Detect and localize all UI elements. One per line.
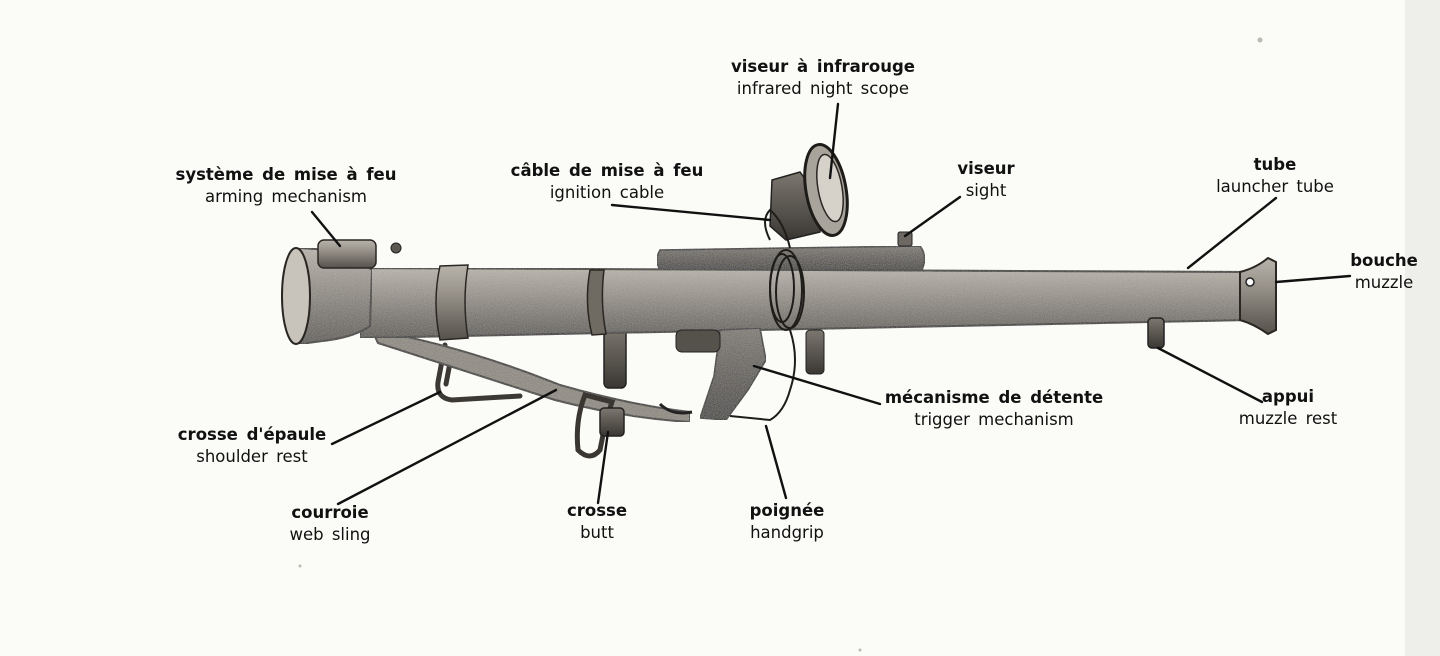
label-trigger-mechanism-en: trigger mechanism: [914, 410, 1074, 429]
label-shoulder-rest: crosse d'épaule shoulder rest: [178, 424, 326, 468]
label-muzzle-fr: bouche: [1350, 251, 1418, 270]
leader-line-butt: [596, 430, 610, 505]
tube-collar-mid: [586, 269, 607, 336]
label-sight-en: sight: [965, 181, 1007, 200]
label-night-scope-en: infrared night scope: [736, 79, 910, 98]
label-muzzle-en: muzzle: [1354, 273, 1414, 292]
leader-lines: [310, 102, 1352, 506]
leader-line-muzzle-rest: [1156, 346, 1264, 404]
web-sling-strap: [370, 328, 691, 424]
label-night-scope-fr: viseur à infrarouge: [730, 57, 916, 76]
leader-line-web-sling: [336, 388, 558, 506]
label-arming-mechanism-fr: système de mise à feu: [175, 165, 397, 184]
trigger-mechanism-part: [698, 327, 767, 421]
muzzle-flare: [1239, 256, 1277, 336]
label-trigger-mechanism-fr: mécanisme de détente: [884, 388, 1104, 407]
label-arming-mechanism-en: arming mechanism: [204, 187, 368, 206]
leader-line-night-scope: [828, 102, 840, 180]
leader-line-launcher-tube: [1186, 196, 1278, 270]
butt-part: [574, 392, 616, 459]
butt-clip: [599, 407, 625, 437]
label-butt: crosse butt: [567, 500, 627, 544]
label-muzzle: bouche muzzle: [1350, 250, 1418, 294]
leader-line-shoulder-rest: [330, 390, 442, 446]
leader-line-arming-mechanism: [310, 210, 342, 248]
label-ignition-cable: câble de mise à feu ignition cable: [511, 160, 704, 204]
leader-line-sight: [903, 195, 962, 238]
paper-edge-shadow: [1405, 0, 1440, 656]
front-support: [603, 327, 627, 389]
sling-buckle: [658, 402, 693, 415]
label-handgrip-en: handgrip: [750, 523, 824, 542]
label-web-sling-fr: courroie: [291, 503, 369, 522]
night-scope-part: [769, 143, 849, 241]
label-sight-fr: viseur: [957, 159, 1015, 178]
leader-line-handgrip: [764, 424, 788, 500]
leader-line-trigger-mechanism: [752, 364, 882, 406]
muzzle-rest-part: [1147, 317, 1165, 349]
label-launcher-tube-fr: tube: [1253, 155, 1297, 174]
muzzle-pin: [1245, 277, 1255, 287]
label-web-sling: courroie web sling: [289, 502, 370, 546]
label-butt-fr: crosse: [566, 501, 628, 520]
label-trigger-mechanism: mécanisme de détente trigger mechanism: [885, 387, 1103, 431]
label-night-scope: viseur à infrarouge infrared night scope: [731, 56, 915, 100]
leader-line-ignition-cable: [610, 203, 772, 222]
label-muzzle-rest: appui muzzle rest: [1239, 386, 1337, 430]
leader-line-muzzle: [1274, 274, 1352, 284]
label-ignition-cable-en: ignition cable: [549, 183, 665, 202]
label-muzzle-rest-fr: appui: [1261, 387, 1315, 406]
label-arming-mechanism: système de mise à feu arming mechanism: [176, 164, 397, 208]
label-shoulder-rest-en: shoulder rest: [196, 447, 308, 466]
handgrip-part: [805, 329, 825, 375]
rear-cap: [281, 247, 311, 345]
sight-rail: [656, 245, 926, 271]
label-web-sling-en: web sling: [289, 525, 371, 544]
label-muzzle-rest-en: muzzle rest: [1238, 409, 1338, 428]
label-launcher-tube-en: launcher tube: [1216, 177, 1334, 196]
arming-housing: [317, 239, 377, 269]
sight-part: [897, 231, 913, 247]
launcher-tube-body: [359, 266, 1263, 340]
label-handgrip: poignée handgrip: [750, 500, 825, 544]
lower-housing: [675, 329, 721, 353]
label-ignition-cable-fr: câble de mise à feu: [510, 161, 704, 180]
label-butt-en: butt: [580, 523, 614, 542]
label-sight: viseur sight: [957, 158, 1014, 202]
scan-specks: [298, 37, 1263, 652]
label-shoulder-rest-fr: crosse d'épaule: [177, 425, 327, 444]
label-launcher-tube: tube launcher tube: [1216, 154, 1334, 198]
tube-collar-rear: [435, 264, 469, 341]
arming-knob: [390, 242, 402, 254]
ignition-cable-coil: [729, 208, 805, 422]
label-handgrip-fr: poignée: [749, 501, 825, 520]
